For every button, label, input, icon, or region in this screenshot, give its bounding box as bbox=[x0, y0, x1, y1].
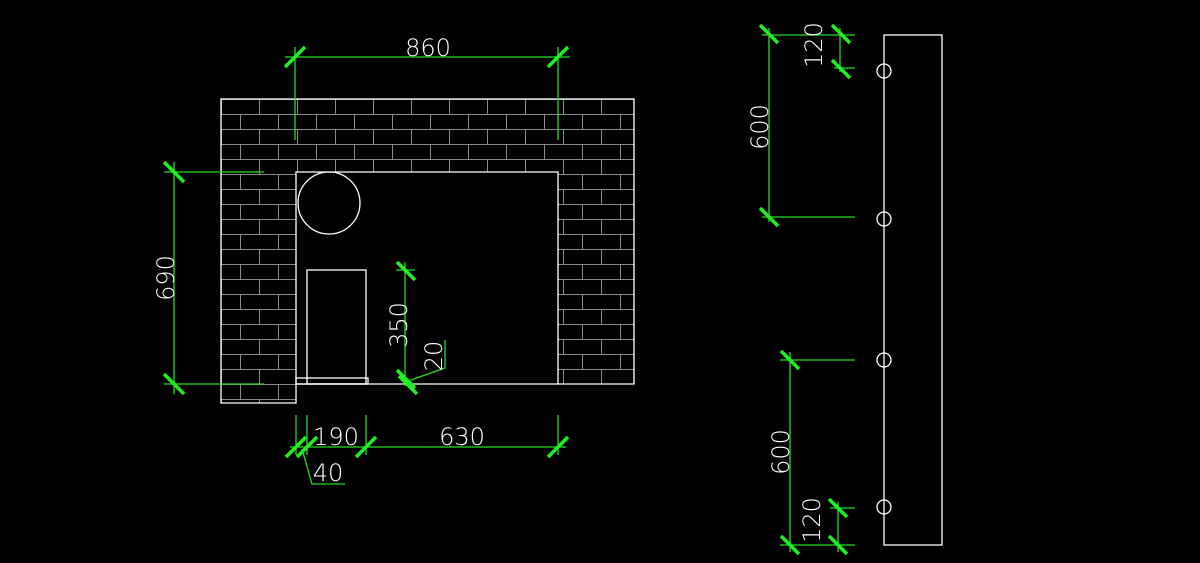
hole bbox=[876, 211, 892, 227]
brick-wall bbox=[221, 99, 634, 403]
front-dimensions: 860 690 350 20 190 630 bbox=[152, 34, 570, 487]
door-panel bbox=[306, 269, 367, 385]
hole bbox=[876, 63, 892, 79]
dim-text-350: 350 bbox=[385, 302, 413, 348]
hole bbox=[876, 499, 892, 515]
dimension-top-600: 600 bbox=[746, 23, 855, 228]
dim-text-690: 690 bbox=[152, 255, 180, 301]
dim-text-20: 20 bbox=[420, 341, 448, 372]
dim-text-860: 860 bbox=[405, 34, 451, 62]
dimension-20: 20 bbox=[397, 340, 448, 396]
dim-text-top-120: 120 bbox=[800, 22, 828, 68]
dimension-350: 350 bbox=[385, 260, 417, 390]
side-dimensions: 120 600 600 120 bbox=[746, 22, 855, 556]
dimension-bottom-chain: 190 630 40 bbox=[284, 415, 570, 487]
round-window bbox=[297, 171, 361, 235]
dim-text-bottom-600: 600 bbox=[767, 429, 795, 475]
dim-text-top-600: 600 bbox=[746, 104, 774, 150]
side-panel bbox=[883, 34, 943, 546]
dimension-bottom-120: 120 bbox=[798, 497, 855, 556]
dimension-690: 690 bbox=[152, 160, 264, 396]
dim-text-40: 40 bbox=[313, 459, 344, 487]
dimension-860: 860 bbox=[283, 34, 570, 140]
hole bbox=[876, 352, 892, 368]
dim-text-630: 630 bbox=[439, 423, 485, 451]
dimension-top-120: 120 bbox=[762, 22, 855, 80]
dim-text-190: 190 bbox=[313, 423, 359, 451]
front-elevation bbox=[220, 98, 635, 404]
side-view bbox=[876, 34, 943, 546]
dimension-bottom-600: 600 bbox=[767, 349, 855, 556]
wall-outline bbox=[220, 98, 635, 404]
dim-text-bottom-120: 120 bbox=[798, 497, 826, 543]
